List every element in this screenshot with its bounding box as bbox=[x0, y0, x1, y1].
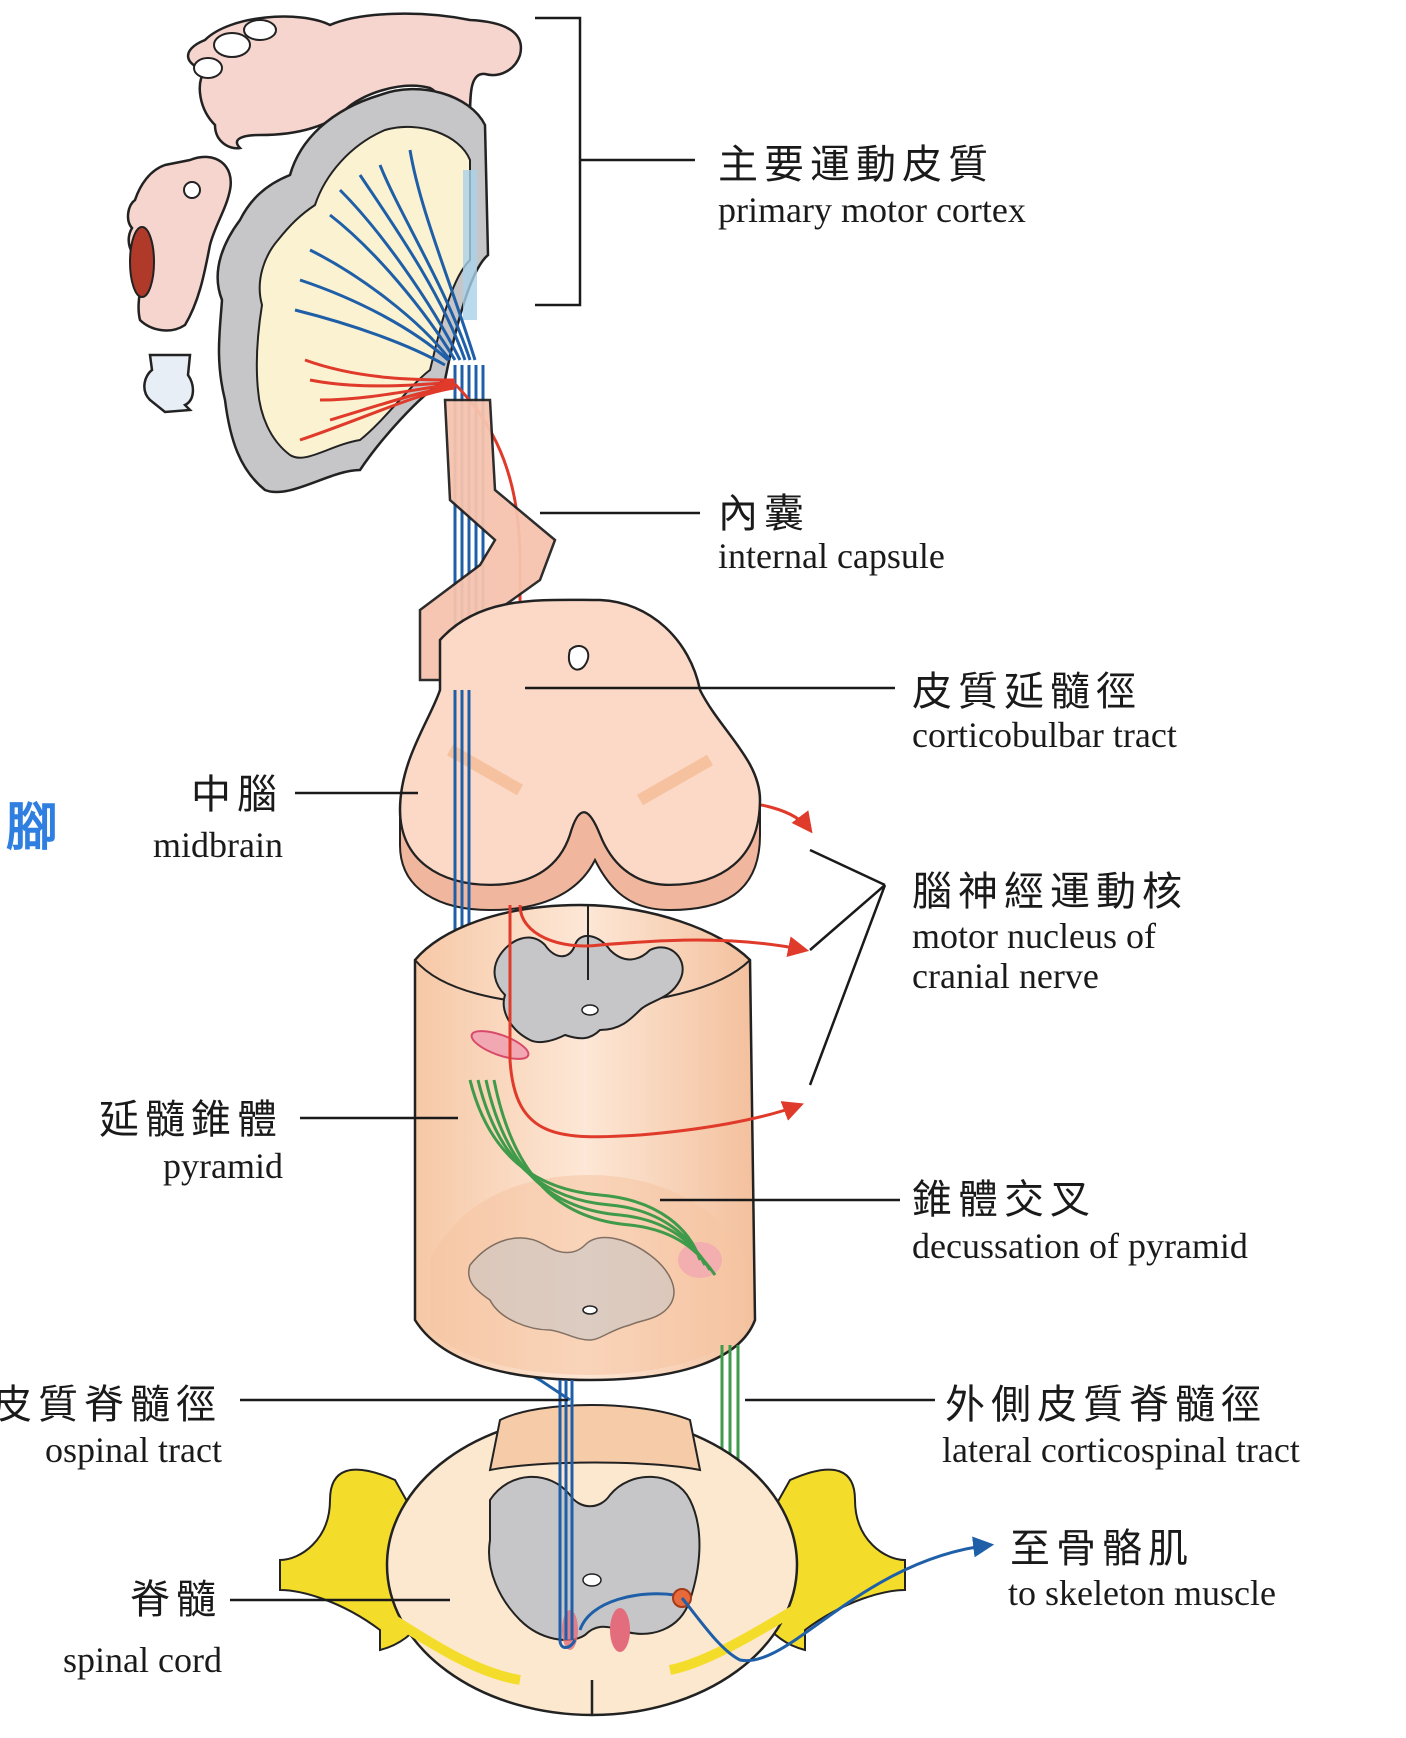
motor-nucleus-en-line2: cranial nerve bbox=[912, 956, 1099, 996]
spinal-cord-en: spinal cord bbox=[63, 1640, 222, 1680]
motor-nucleus-en-line1: motor nucleus of bbox=[912, 916, 1156, 956]
decussation-zh: 錐體交叉 bbox=[912, 1177, 1096, 1223]
skeletal-muscle-en: to skeleton muscle bbox=[1008, 1573, 1276, 1613]
corticobulbar-tract-en: corticobulbar tract bbox=[912, 715, 1177, 755]
pyramid-zh: 延髓錐體 bbox=[99, 1097, 283, 1143]
internal-capsule-zh: 內囊 bbox=[718, 491, 810, 537]
lateral-tract-zh: 外側皮質脊髓徑 bbox=[945, 1382, 1267, 1428]
skeletal-muscle-zh: 至骨骼肌 bbox=[1010, 1526, 1194, 1572]
spinal-cord-section bbox=[280, 1405, 905, 1715]
lateral-tract-en: lateral corticospinal tract bbox=[942, 1430, 1300, 1470]
internal-capsule-en: internal capsule bbox=[718, 536, 945, 576]
primary-motor-cortex-zh: 主要運動皮質 bbox=[718, 142, 994, 188]
homunculus-face-illustration bbox=[128, 157, 231, 331]
anterior-tract-en: ospinal tract bbox=[45, 1430, 222, 1470]
homunculus-larynx-illustration bbox=[144, 355, 193, 412]
decussation-en: decussation of pyramid bbox=[912, 1226, 1248, 1266]
motor-nucleus-zh: 腦神經運動核 bbox=[912, 869, 1188, 915]
corticobulbar-tract-zh: 皮質延髓徑 bbox=[912, 669, 1142, 715]
motor-nucleus-leader-lines bbox=[810, 850, 885, 1085]
pyramid-en: pyramid bbox=[163, 1146, 283, 1186]
medulla-section bbox=[415, 905, 755, 1380]
anterior-tract-zh: 皮質脊髓徑 bbox=[0, 1382, 222, 1428]
spinal-cord-zh: 脊髓 bbox=[130, 1577, 222, 1623]
primary-motor-cortex-en: primary motor cortex bbox=[718, 190, 1026, 230]
midbrain-en: midbrain bbox=[153, 825, 283, 865]
midbrain-zh: 中腦 bbox=[191, 772, 283, 818]
side-cutoff-text: 腳 bbox=[6, 798, 58, 858]
cortex-bracket bbox=[535, 18, 580, 305]
